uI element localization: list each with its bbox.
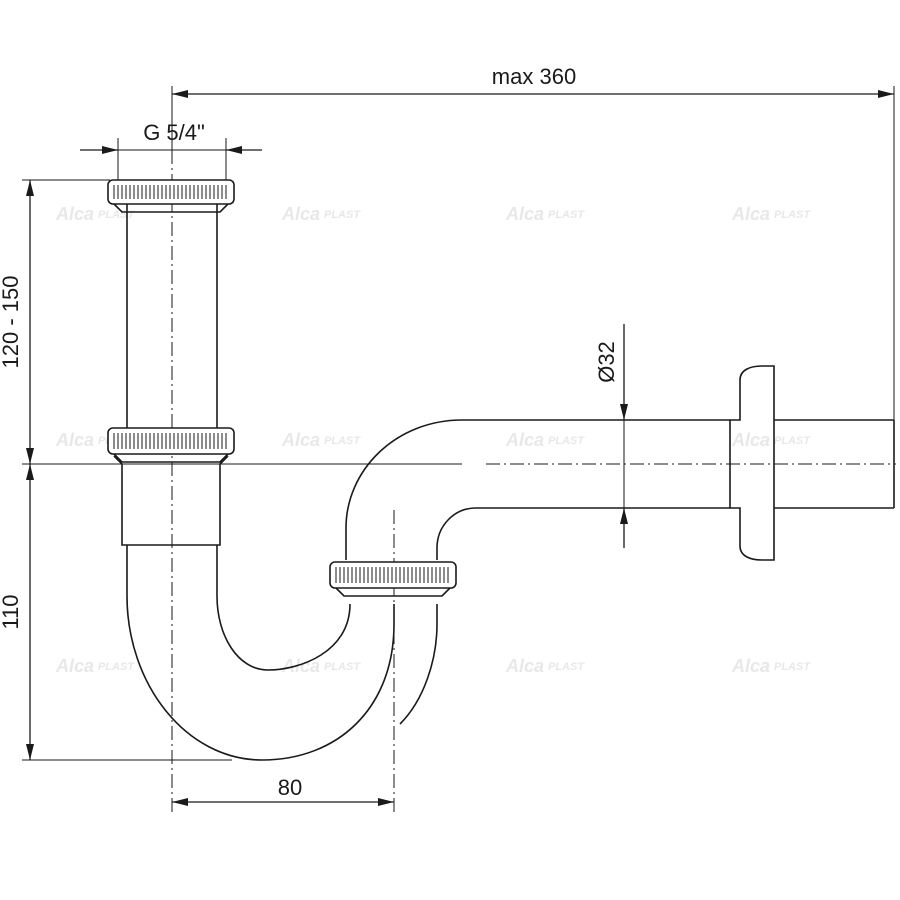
watermark-brand-main: Alca: [55, 430, 94, 450]
label-tube-height: 120 - 150: [0, 276, 23, 369]
watermark-brand-main: Alca: [731, 656, 770, 676]
trap-nut-chamfer: [335, 587, 451, 597]
watermark-brand-sub: PLAST: [98, 209, 135, 221]
top-nut-chamfer: [113, 203, 229, 213]
watermark-brand-main: Alca: [505, 204, 544, 224]
watermark-brand-sub: PLAST: [774, 661, 811, 673]
watermark-brand-sub: PLAST: [324, 661, 361, 673]
watermark-brand-sub: PLAST: [548, 209, 585, 221]
watermark-brand-main: Alca: [505, 656, 544, 676]
watermark-brand-main: Alca: [55, 204, 94, 224]
watermark-logo: Alca PLAST: [731, 430, 811, 450]
middle-nut: [107, 427, 235, 463]
watermark-brand-sub: PLAST: [98, 661, 135, 673]
watermark-logo: Alca PLAST: [731, 656, 811, 676]
label-thread: G 5/4": [143, 120, 205, 145]
u-bend-outer-wall: [126, 545, 395, 761]
watermark-brand-main: Alca: [281, 204, 320, 224]
axis-lines: [171, 150, 896, 812]
outlet-bend-outer-wall: [345, 419, 730, 560]
trap-nut: [329, 561, 457, 597]
label-overall-length: max 360: [492, 64, 576, 89]
watermark-brand-sub: PLAST: [548, 661, 585, 673]
watermark-brand-sub: PLAST: [774, 209, 811, 221]
watermark-brand-sub: PLAST: [324, 209, 361, 221]
watermark-brand-main: Alca: [281, 430, 320, 450]
u-bend-inner-wall: [216, 545, 351, 671]
watermark-logo: Alca PLAST: [505, 204, 585, 224]
watermark-logo: Alca PLAST: [281, 430, 361, 450]
label-outlet-diameter: Ø32: [594, 341, 619, 383]
watermark-brand-main: Alca: [505, 430, 544, 450]
watermark-brand-sub: PLAST: [324, 435, 361, 447]
watermark-brand-sub: PLAST: [774, 435, 811, 447]
middle-nut-body: [107, 427, 235, 455]
watermark-brand-sub: PLAST: [548, 435, 585, 447]
watermark-logo: Alca PLAST: [731, 204, 811, 224]
watermark-group: Alca PLAST Alca PLAST Alca PLAST Alca PL…: [55, 204, 811, 676]
watermark-logo: Alca PLAST: [281, 204, 361, 224]
wall-rosette: [729, 365, 775, 561]
inlet-sleeve: [113, 455, 229, 546]
top-nut: [107, 179, 235, 213]
watermark-logo: Alca PLAST: [505, 430, 585, 450]
top-nut-body: [107, 179, 235, 205]
label-trap-depth: 110: [0, 594, 23, 629]
watermark-brand-main: Alca: [731, 204, 770, 224]
watermark-logo: Alca PLAST: [505, 656, 585, 676]
siphon-body: [113, 200, 895, 761]
watermark-brand-main: Alca: [731, 430, 770, 450]
middle-nut-chamfer: [113, 453, 229, 463]
trap-nut-body: [329, 561, 457, 589]
watermark-logo: Alca PLAST: [55, 656, 135, 676]
dimension-lines: [26, 90, 894, 806]
nut-group: [107, 179, 457, 597]
watermark-logo: Alca PLAST: [55, 204, 135, 224]
dimension-labels: max 360 G 5/4" 120 - 150 110 80 Ø32: [0, 64, 619, 800]
u-bend-right-riser: [399, 604, 438, 725]
watermark-brand-main: Alca: [55, 656, 94, 676]
label-trap-width: 80: [278, 775, 302, 800]
outlet-bend-inner-wall: [436, 507, 730, 560]
